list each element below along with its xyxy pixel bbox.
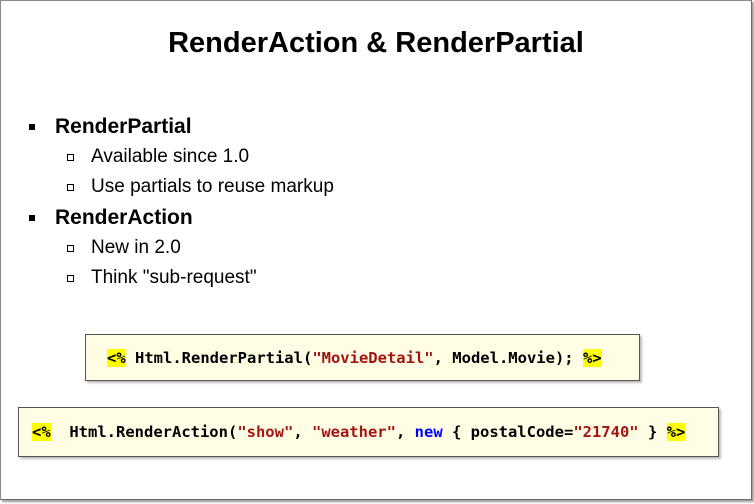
code-snippet-renderaction: <% Html.RenderAction("show", "weather", … — [18, 407, 719, 457]
sub-bullet-label: Think "sub-request" — [91, 267, 257, 288]
code-keyword: new — [414, 423, 443, 441]
code-text: { postalCode= — [442, 423, 574, 441]
bullet-list: RenderPartial Available since 1.0 Use pa… — [27, 111, 334, 293]
bullet-renderpartial: RenderPartial — [27, 111, 334, 142]
code-string: "MovieDetail" — [312, 348, 434, 367]
bullet-label: RenderPartial — [55, 114, 192, 138]
code-text: , Model.Movie); — [433, 348, 583, 367]
slide-title: RenderAction & RenderPartial — [168, 27, 584, 59]
code-string: "21740" — [573, 423, 639, 441]
hollow-square-bullet-icon — [67, 274, 74, 282]
bullet-label: RenderAction — [55, 205, 193, 229]
code-text: Html.RenderPartial( — [125, 348, 313, 367]
code-string: "weather" — [311, 423, 396, 441]
code-text: , — [395, 423, 415, 441]
sub-bullet: Available since 1.0 — [27, 142, 334, 172]
hollow-square-bullet-icon — [67, 183, 74, 191]
code-open-tag: <% — [32, 423, 51, 441]
square-bullet-icon — [29, 123, 35, 130]
code-text: } — [638, 423, 667, 441]
square-bullet-icon — [29, 214, 35, 221]
sub-bullet-label: New in 2.0 — [91, 237, 181, 258]
hollow-square-bullet-icon — [67, 244, 74, 252]
sub-bullet-label: Use partials to reuse markup — [91, 176, 334, 197]
code-text: Html.RenderAction( — [50, 423, 238, 441]
sub-bullet: Think "sub-request" — [27, 263, 334, 293]
code-close-tag: %> — [666, 423, 686, 441]
bullet-renderaction: RenderAction — [27, 202, 334, 233]
code-open-tag: <% — [107, 348, 126, 367]
code-snippet-renderpartial: <% Html.RenderPartial("MovieDetail", Mod… — [85, 334, 640, 381]
hollow-square-bullet-icon — [67, 153, 74, 161]
code-text: , — [293, 423, 312, 441]
code-close-tag: %> — [582, 348, 602, 367]
sub-bullet: New in 2.0 — [27, 233, 334, 263]
sub-bullet-label: Available since 1.0 — [91, 146, 250, 167]
sub-bullet: Use partials to reuse markup — [27, 172, 334, 202]
code-string: "show" — [237, 423, 294, 441]
